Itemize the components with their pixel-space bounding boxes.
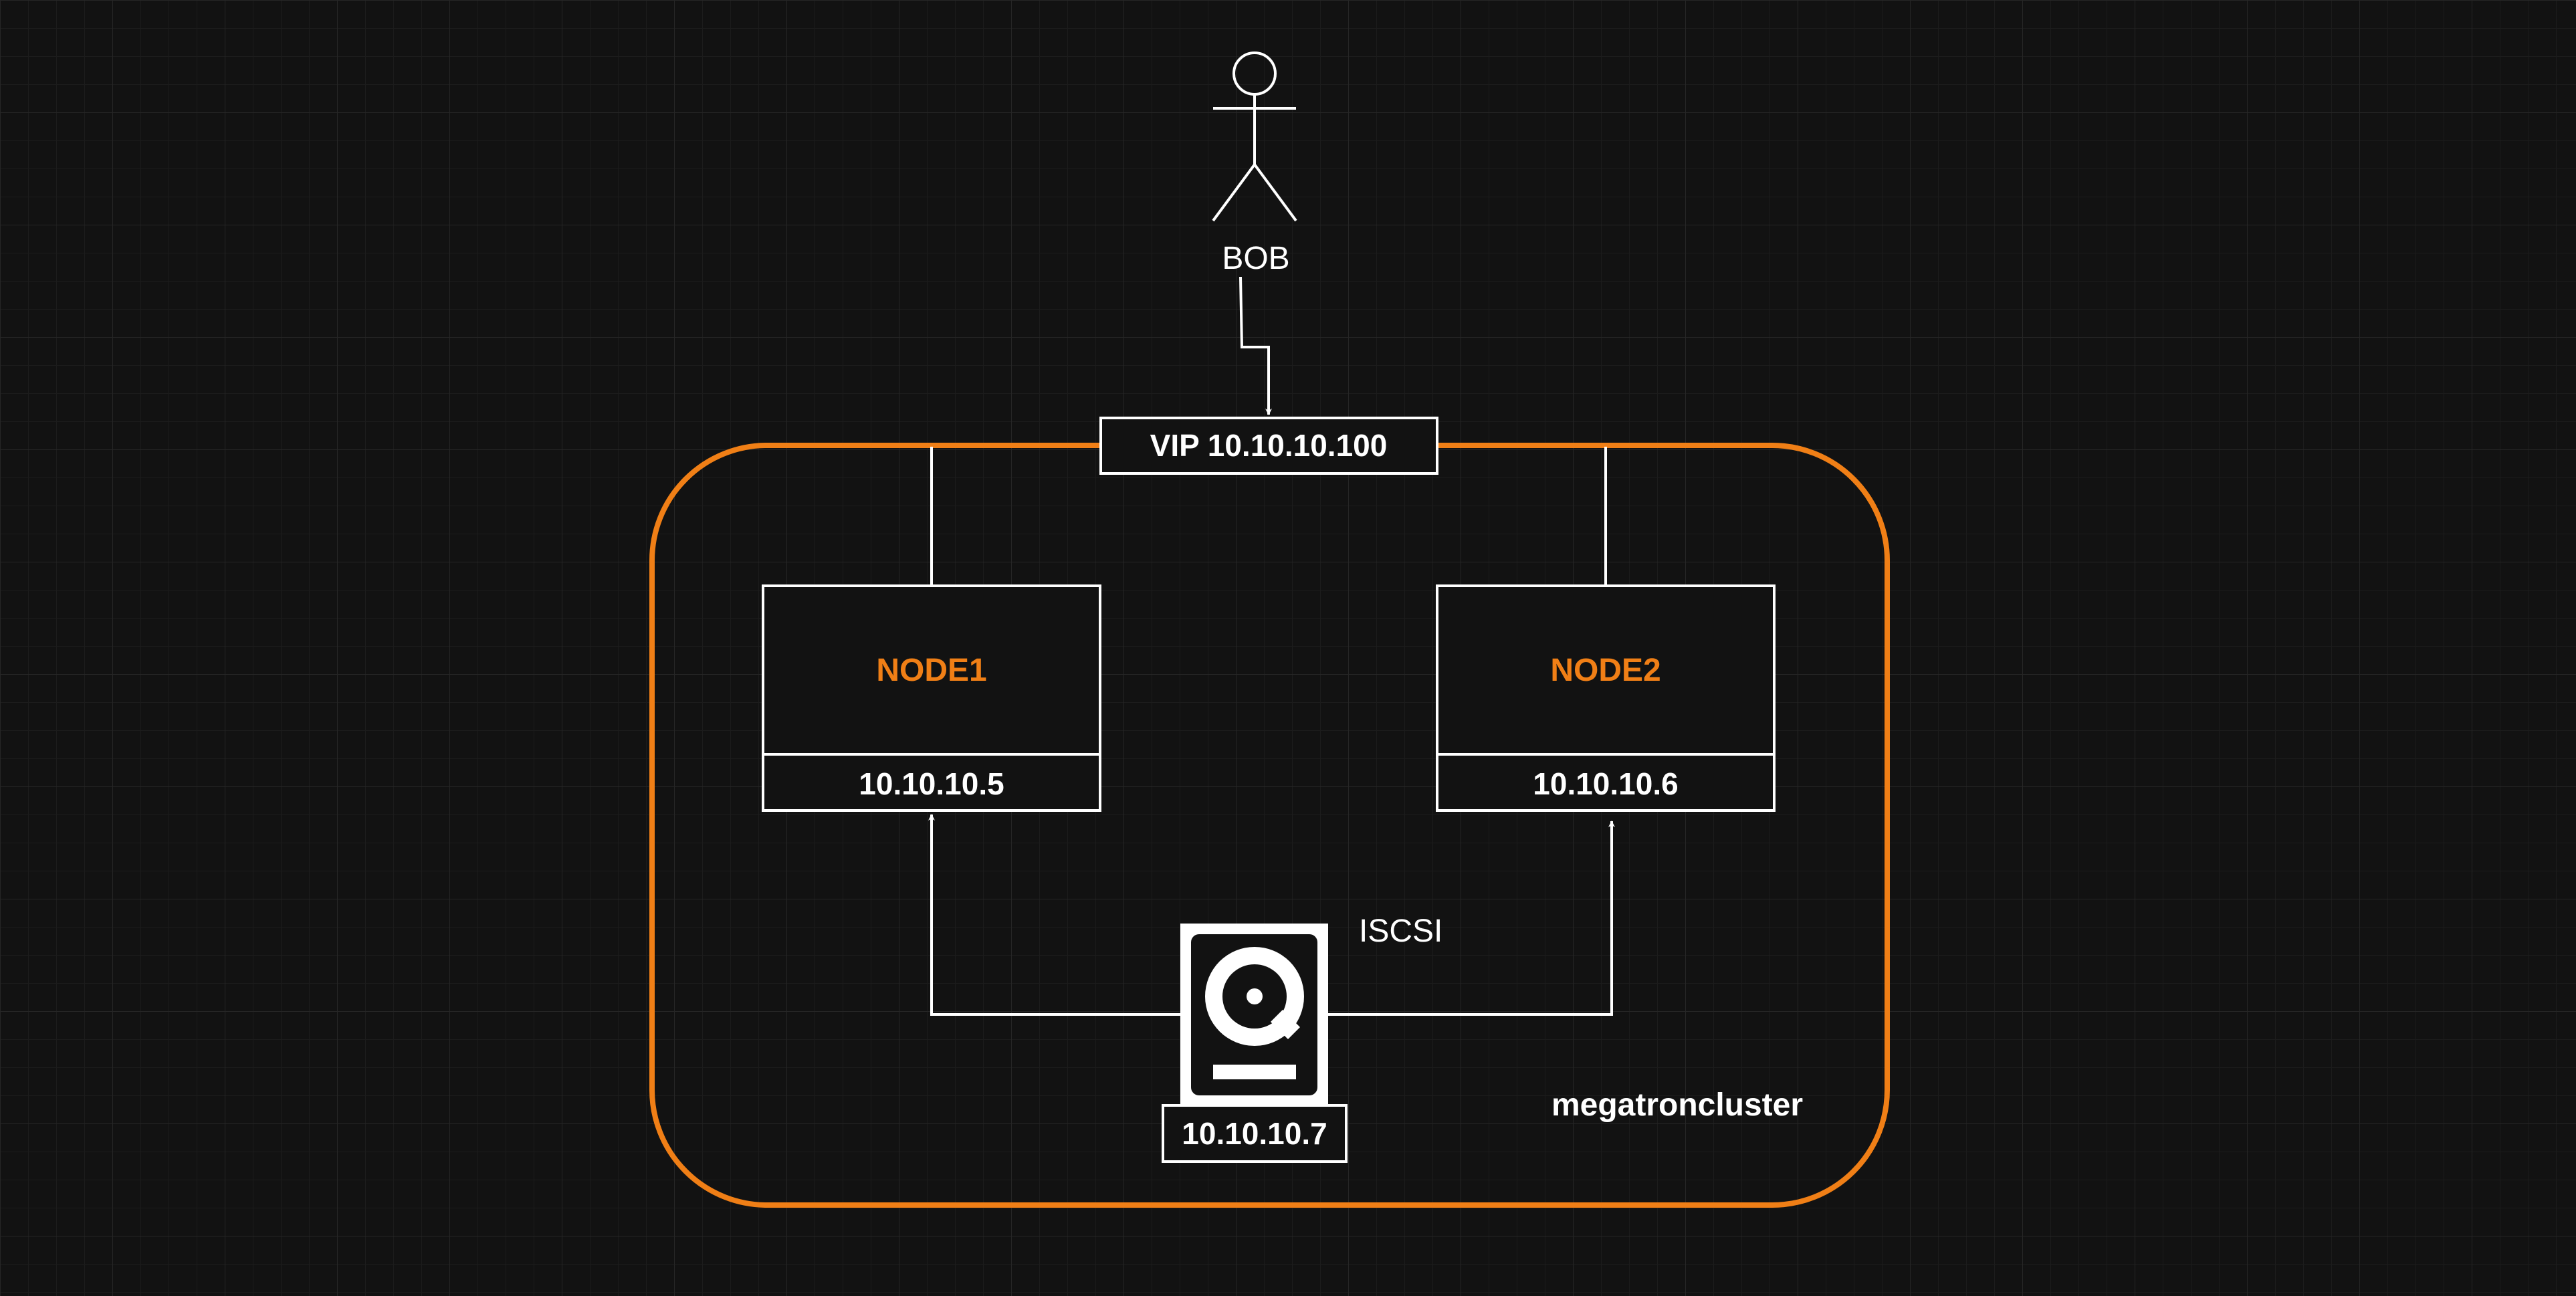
storage-to-node1-connector[interactable] — [928, 814, 1180, 1016]
storage-ip: 10.10.10.7 — [1182, 1116, 1327, 1151]
node2-title: NODE2 — [1550, 653, 1660, 688]
storage-to-node2-connector[interactable] — [1328, 821, 1615, 1016]
node2-box[interactable]: NODE2 10.10.10.6 — [1436, 584, 1776, 812]
cluster-label: megatroncluster — [1551, 1087, 1803, 1123]
actor-label: BOB — [1222, 241, 1289, 276]
node1-box[interactable]: NODE1 10.10.10.5 — [762, 584, 1101, 812]
actor-to-vip-connector[interactable] — [1239, 276, 1272, 415]
node1-title: NODE1 — [876, 653, 986, 688]
node1-ip: 10.10.10.5 — [859, 766, 1004, 801]
person-icon[interactable] — [1212, 51, 1297, 222]
vip-label: VIP 10.10.10.100 — [1150, 428, 1388, 463]
vip-box[interactable]: VIP 10.10.10.100 — [1099, 417, 1438, 475]
node2-ip: 10.10.10.6 — [1533, 766, 1678, 801]
hard-disk-icon[interactable] — [1180, 924, 1328, 1106]
iscsi-label: ISCSI — [1359, 913, 1442, 949]
storage-ip-box[interactable]: 10.10.10.7 — [1162, 1104, 1348, 1163]
